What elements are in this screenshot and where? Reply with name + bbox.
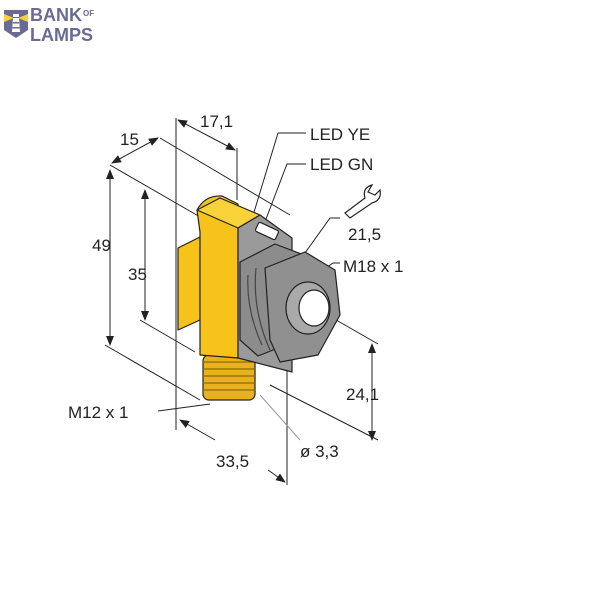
dim-nose-thread: M18 x 1 [343, 257, 403, 276]
logo-line1: BANK [30, 5, 82, 25]
lens [298, 289, 330, 327]
dim-hole-diameter: ø 3,3 [300, 442, 339, 461]
dim-height-total: 49 [92, 236, 111, 255]
dim-lens-height: 24,1 [346, 385, 379, 404]
bank-of-lamps-logo: BANKOF LAMPS [2, 4, 102, 45]
dim-wrench-size: 21,5 [348, 225, 381, 244]
wrench-icon [344, 183, 381, 219]
dim-length: 33,5 [216, 452, 249, 471]
dim-connector-thread: M12 x 1 [68, 403, 128, 422]
dim-width-top: 15 [120, 130, 139, 149]
logo-of: OF [83, 9, 95, 18]
m12-connector [202, 354, 256, 401]
dim-height-body: 35 [128, 265, 147, 284]
sensor-body [177, 195, 341, 401]
dim-depth-top: 17,1 [200, 112, 233, 131]
logo-text: BANKOF LAMPS [30, 5, 95, 45]
lighthouse-icon [4, 10, 28, 38]
callout-led-gn: LED GN [310, 155, 373, 174]
dimension-lines [104, 118, 379, 485]
callout-led-ye: LED YE [310, 125, 370, 144]
logo-line2: LAMPS [30, 25, 93, 45]
